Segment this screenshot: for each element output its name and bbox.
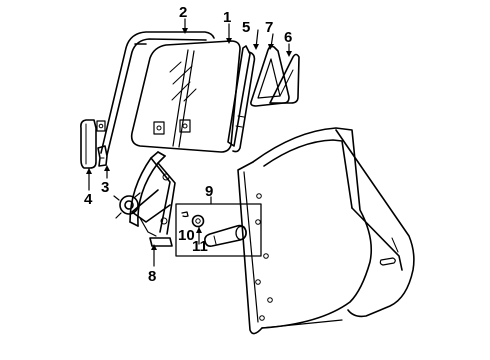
callout-9: 9	[205, 183, 213, 200]
rear-door-shell	[237, 127, 415, 335]
door-glass	[130, 40, 241, 153]
sash-bracket	[80, 119, 106, 169]
regulator-handle	[204, 224, 247, 247]
clip	[181, 211, 189, 218]
callout-3: 3	[101, 179, 109, 196]
callout-8: 8	[148, 268, 156, 285]
front-run-channel	[97, 145, 108, 167]
callout-11: 11	[192, 238, 208, 255]
division-channel	[227, 45, 256, 153]
callout-5: 5	[242, 19, 250, 36]
callout-10: 10	[178, 227, 195, 244]
leader-arrowheads	[86, 28, 292, 250]
handle-kit-box	[175, 203, 262, 257]
rear-quarter-glass	[269, 53, 300, 104]
handle-escutcheon	[191, 214, 205, 228]
callout-2: 2	[179, 4, 187, 21]
callout-7: 7	[265, 19, 273, 36]
callout-labels: 1 2 3 4 5 6 7 8 9 10 11	[84, 4, 292, 285]
callout-6: 6	[284, 29, 292, 46]
window-run-channel	[100, 31, 215, 156]
window-regulator	[113, 151, 176, 247]
callout-1: 1	[223, 9, 231, 26]
callout-4: 4	[84, 191, 93, 208]
